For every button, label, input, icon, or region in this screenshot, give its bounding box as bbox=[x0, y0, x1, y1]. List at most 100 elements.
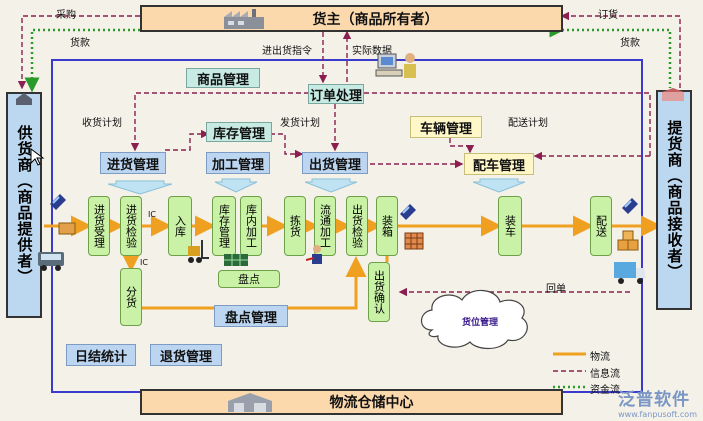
step-peisong-label: 配送 bbox=[594, 215, 608, 237]
step-zhuangche: 装车 bbox=[498, 196, 522, 256]
label-huokuan-left: 货款 bbox=[70, 38, 90, 49]
step-peisong: 配送 bbox=[590, 196, 612, 256]
module-tuihuo-label: 退货管理 bbox=[159, 349, 212, 365]
label-ic-2: IC bbox=[140, 258, 148, 267]
module-arrows bbox=[107, 178, 526, 195]
step-kucun-guanli-label: 库存管理 bbox=[217, 204, 231, 248]
pallet-stack-icon bbox=[224, 254, 248, 266]
receiver-label: 提货商（商品接收者） bbox=[665, 120, 684, 280]
step-chuhuo-queren-label: 出货确认 bbox=[372, 270, 386, 314]
module-huowei-label: 货位管理 bbox=[461, 317, 498, 328]
owner-header: 货主（商品所有者） bbox=[140, 5, 563, 32]
module-peiche: 配车管理 bbox=[464, 153, 534, 175]
module-dingdan: 订单处理 bbox=[308, 84, 364, 104]
module-rijie-label: 日结统计 bbox=[74, 349, 127, 365]
module-pandian: 盘点 bbox=[218, 270, 280, 288]
step-zhuangxiang: 装箱 bbox=[376, 196, 398, 256]
step-jinhuo-shouli-label: 进货受理 bbox=[92, 204, 106, 248]
cloud-shape bbox=[420, 289, 528, 350]
label-huidan: 回单 bbox=[546, 284, 566, 295]
step-chuhuo-jianyan-label: 出货检验 bbox=[350, 204, 364, 248]
label-caigou: 采购 bbox=[56, 10, 76, 21]
module-rijie: 日结统计 bbox=[66, 344, 136, 366]
label-dinghuo: 订货 bbox=[598, 10, 618, 21]
legend-money-label: 资金流 bbox=[590, 385, 620, 396]
module-jinhuo: 进货管理 bbox=[100, 152, 166, 174]
module-kucun-label: 库存管理 bbox=[212, 126, 265, 142]
truck-icon-left bbox=[38, 252, 64, 271]
house-icon-left bbox=[16, 93, 32, 105]
scanner-icon-right bbox=[622, 198, 638, 214]
warehouse-footer-label: 物流仓储中心 bbox=[329, 395, 414, 411]
forklift-icon bbox=[188, 240, 209, 263]
house-icon-right bbox=[662, 88, 684, 101]
info-flow-lines bbox=[17, 11, 681, 297]
package-icon bbox=[58, 222, 76, 235]
step-liutong-jiagong-label: 流通加工 bbox=[318, 204, 332, 248]
module-cheliang: 车辆管理 bbox=[410, 116, 482, 138]
factory-icon bbox=[224, 9, 264, 29]
label-jinchuhuo-zhiling: 进出货指令 bbox=[262, 46, 312, 57]
step-zhuangche-label: 装车 bbox=[503, 215, 517, 237]
module-cheliang-label: 车辆管理 bbox=[419, 121, 472, 137]
module-pandian-guanli: 盘点管理 bbox=[214, 305, 288, 327]
module-shangpin-label: 商品管理 bbox=[196, 72, 249, 88]
label-fahuo-jihua: 发货计划 bbox=[280, 118, 320, 129]
watermark-url: www.fanpusoft.com bbox=[618, 410, 697, 419]
watermark: 泛普软件 www.fanpusoft.com bbox=[618, 385, 697, 419]
supplier-label: 供货商（商品提供者） bbox=[15, 125, 34, 285]
warehouse-footer: 物流仓储中心 bbox=[140, 389, 563, 415]
module-jinhuo-label: 进货管理 bbox=[106, 157, 159, 173]
step-ruku-label: 入库 bbox=[173, 215, 187, 237]
module-peiche-label: 配车管理 bbox=[472, 158, 525, 174]
module-pandian-label: 盘点 bbox=[238, 273, 260, 286]
step-jianhuo: 拣货 bbox=[284, 196, 306, 256]
step-kunei-jiagong-label: 库内加工 bbox=[244, 204, 258, 248]
module-kucun: 库存管理 bbox=[206, 122, 272, 142]
step-jinhuo-jianyan: 进货检验 bbox=[120, 196, 142, 256]
legend-info-label: 信息流 bbox=[590, 369, 620, 380]
step-chuhuo-queren: 出货确认 bbox=[368, 262, 390, 322]
label-shiji-shuju: 实际数据 bbox=[352, 46, 392, 57]
module-dingdan-label: 订单处理 bbox=[309, 88, 362, 104]
worker-icon bbox=[306, 245, 322, 264]
label-shouhuo-jihua: 收货计划 bbox=[82, 118, 122, 129]
truck-icon-right bbox=[614, 262, 646, 284]
cursor-icon bbox=[30, 148, 45, 166]
step-zhuangxiang-label: 装箱 bbox=[380, 215, 394, 237]
label-huokuan-right: 货款 bbox=[620, 38, 640, 49]
step-fenhuo-label: 分货 bbox=[124, 286, 138, 308]
watermark-brand: 泛普软件 bbox=[618, 390, 691, 410]
step-jinhuo-shouli: 进货受理 bbox=[88, 196, 110, 256]
operator-computer-icon bbox=[375, 53, 416, 78]
boxes-icon bbox=[617, 230, 639, 251]
module-shangpin: 商品管理 bbox=[186, 68, 260, 88]
scanner-icon-left bbox=[50, 194, 66, 210]
step-chuhuo-jianyan: 出货检验 bbox=[346, 196, 368, 256]
module-tuihuo: 退货管理 bbox=[150, 344, 222, 366]
label-ic-1: IC bbox=[148, 210, 156, 219]
legend bbox=[553, 352, 586, 389]
module-pandian-guanli-label: 盘点管理 bbox=[224, 310, 277, 326]
step-jianhuo-label: 拣货 bbox=[288, 215, 302, 237]
owner-header-label: 货主（商品所有者） bbox=[312, 11, 439, 28]
module-chuhuo: 出货管理 bbox=[302, 152, 368, 174]
module-jiagong-label: 加工管理 bbox=[211, 157, 264, 173]
step-jinhuo-jianyan-label: 进货检验 bbox=[124, 204, 138, 248]
scanner-icon-zhuangxiang bbox=[400, 204, 416, 220]
step-kunei-jiagong: 库内加工 bbox=[240, 196, 262, 256]
module-huowei: 货位管理 bbox=[450, 312, 510, 330]
supplier-panel: 供货商（商品提供者） bbox=[6, 92, 42, 318]
step-kucun-guanli: 库存管理 bbox=[212, 196, 236, 256]
receiver-panel: 提货商（商品接收者） bbox=[656, 90, 692, 310]
step-fenhuo: 分货 bbox=[120, 268, 142, 326]
warehouse-icon bbox=[228, 393, 272, 412]
step-liutong-jiagong: 流通加工 bbox=[314, 196, 336, 256]
money-flow-lines bbox=[24, 22, 672, 93]
crate-icon bbox=[404, 232, 424, 250]
legend-material-label: 物流 bbox=[590, 352, 610, 363]
label-peisong-jihua: 配送计划 bbox=[508, 118, 548, 129]
module-chuhuo-label: 出货管理 bbox=[308, 157, 361, 173]
